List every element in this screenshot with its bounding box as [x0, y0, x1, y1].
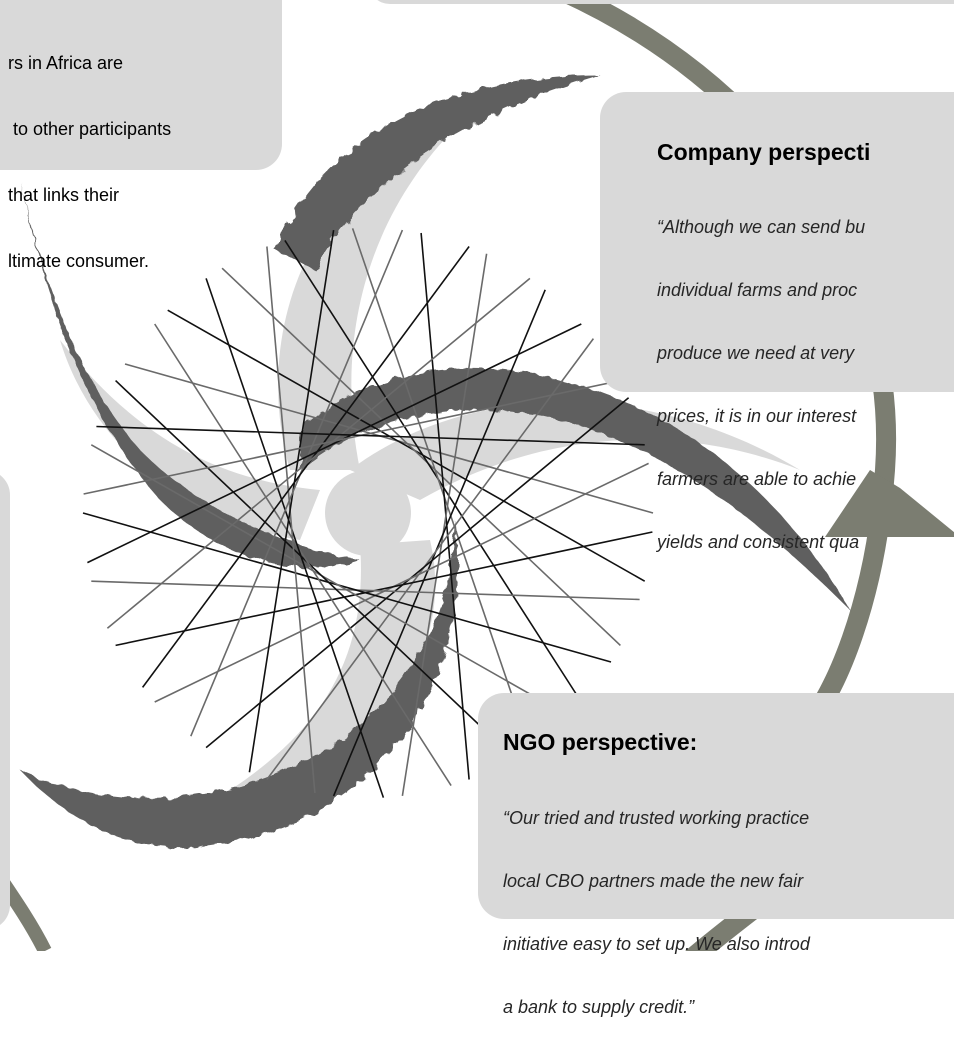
starburst-line: [124, 363, 654, 514]
quote-line: individual farms and proc: [657, 280, 858, 300]
quote-line: farmers are able to achie: [657, 469, 857, 489]
starburst-line: [106, 277, 531, 629]
starburst-line: [154, 323, 452, 787]
quote-line: prices, it is in our interest: [657, 406, 857, 426]
quote-line: yields and consistent qua: [657, 532, 860, 552]
starburst-line: [90, 444, 569, 717]
starburst-line: [96, 425, 645, 446]
hub-center-circle: [325, 470, 411, 556]
farmers-line: that links their: [8, 185, 120, 205]
starburst-line: [221, 267, 621, 646]
starburst-line: [351, 228, 531, 748]
starburst-line: [141, 246, 470, 688]
starburst-hub-icon: [82, 228, 654, 798]
quote-line: “Although we can send bu: [657, 217, 866, 237]
quote-line: produce we need at very: [657, 343, 855, 363]
company-perspective-heading: Company perspecti: [657, 139, 871, 165]
starburst-line: [115, 380, 515, 759]
starburst-line: [332, 289, 546, 797]
farmers-line: rs in Africa are: [8, 53, 124, 73]
farmers-callout-text: rs in Africa are to other participants t…: [8, 8, 171, 316]
ngo-perspective-heading: NGO perspective:: [503, 729, 698, 755]
starburst-line: [91, 580, 640, 601]
starburst-line: [205, 278, 385, 798]
starburst-line: [205, 397, 630, 749]
starburst-line: [154, 462, 649, 703]
left-callout-box: [0, 470, 10, 930]
starburst-line: [401, 253, 488, 797]
cycle-diagram-artwork: [0, 0, 954, 951]
company-perspective-box: Company perspecti “Although we can send …: [600, 92, 954, 552]
quote-line: local CBO partners made the new fair: [503, 871, 804, 891]
brush-strokes: [20, 75, 850, 848]
starburst-line: [83, 379, 621, 495]
quote-line: a bank to supply credit.”: [503, 997, 695, 1017]
farmers-line: to other participants: [8, 119, 172, 139]
starburst-line: [248, 229, 335, 773]
swirl-light-shapes: [60, 105, 800, 830]
starburst-line: [115, 531, 653, 647]
ngo-perspective-box: NGO perspective: “Our tried and trusted …: [478, 693, 954, 1017]
top-callout-box: [368, 0, 954, 4]
quote-line: “Our tried and trusted working practice: [503, 808, 810, 828]
starburst-line: [87, 323, 582, 564]
farmers-callout-box: rs in Africa are to other participants t…: [0, 0, 282, 271]
starburst-line: [266, 246, 316, 794]
cycle-arrowhead-icon: [825, 470, 954, 537]
ngo-perspective-quote: “Our tried and trusted working practice …: [503, 766, 810, 1060]
starburst-line: [190, 229, 404, 737]
starburst-line: [420, 232, 470, 780]
starburst-line: [266, 338, 595, 780]
starburst-line: [82, 512, 612, 663]
company-perspective-quote: “Although we can send bu individual farm…: [657, 175, 865, 595]
starburst-line: [167, 309, 646, 582]
quote-line: initiative easy to set up. We also intro…: [503, 934, 810, 954]
farmers-line: ltimate consumer.: [8, 251, 150, 271]
starburst-line: [284, 239, 582, 703]
